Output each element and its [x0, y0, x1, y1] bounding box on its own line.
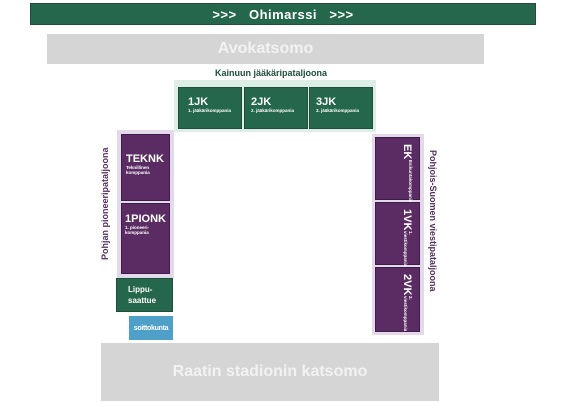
unit-3jk-sub: 3. jääkärikomppania	[316, 108, 360, 113]
unit-2jk-sub: 2. jääkärikomppania	[251, 108, 295, 113]
unit-1vk: 1VK 1. viestikomppania	[375, 202, 420, 267]
unit-teknk: TEKNK Teknillinen komppania	[121, 134, 170, 201]
unit-ek: EK Esikuntakomppania	[375, 137, 420, 203]
unit-1jk-name: 1JK	[188, 96, 209, 108]
unit-teknk-sub: Teknillinen komppania	[126, 165, 150, 175]
unit-1jk-sub: 1. jääkärikomppania	[188, 108, 232, 113]
unit-1pionk-sub: 1. pioneeri-komppania	[125, 225, 150, 235]
group-label-viesti: Pohjois-Suomen viestipataljoona	[428, 150, 438, 292]
unit-2vk: 2VK 2. viestikomppania	[375, 267, 420, 332]
group-label-pohjan: Pohjan pioneeripataljoona	[100, 147, 110, 260]
raatti-stand: Raatin stadionin katsomo	[101, 343, 439, 401]
unit-1jk: 1JK 1. jääkärikomppania	[178, 87, 242, 129]
unit-teknk-name: TEKNK	[126, 153, 164, 165]
unit-ek-name: EK	[401, 144, 413, 160]
unit-lippusaattue-name: Lippu- saattue	[128, 285, 157, 305]
ohimarssi-banner: >>> Ohimarssi >>>	[30, 3, 536, 25]
unit-soittokunta-name: soittokunta	[133, 324, 169, 332]
unit-2vk-name: 2VK	[401, 274, 413, 296]
unit-1pionk: 1PIONK 1. pioneeri-komppania	[121, 203, 170, 274]
unit-3jk-name: 3JK	[316, 96, 337, 108]
unit-ek-sub: Esikuntakomppania	[408, 160, 413, 203]
unit-lippusaattue: Lippu- saattue	[116, 278, 173, 312]
group-label-kainuu: Kainuun jääkäripataljoona	[215, 68, 328, 78]
unit-2jk: 2JK 2. jääkärikomppania	[244, 87, 308, 129]
avokatsomo-stand: Avokatsomo	[47, 34, 484, 64]
unit-1pionk-name: 1PIONK	[125, 213, 166, 225]
unit-1vk-sub: 1. viestikomppania	[403, 231, 413, 267]
unit-soittokunta: soittokunta	[129, 316, 173, 340]
ohimarssi-title: >>> Ohimarssi >>>	[212, 6, 354, 22]
raatti-label: Raatin stadionin katsomo	[172, 363, 368, 380]
unit-2jk-name: 2JK	[251, 96, 272, 108]
unit-3jk: 3JK 3. jääkärikomppania	[309, 87, 373, 129]
unit-2vk-sub: 2. viestikomppania	[403, 296, 413, 332]
unit-1vk-name: 1VK	[401, 209, 413, 231]
avokatsomo-label: Avokatsomo	[217, 40, 314, 57]
